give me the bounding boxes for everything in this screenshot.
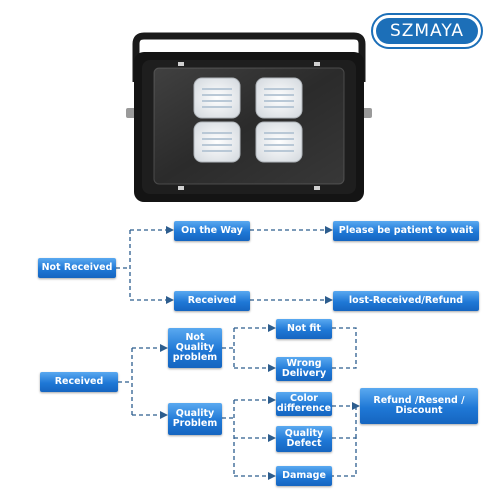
not-quality-problem-box: Not Quality problem <box>168 328 222 368</box>
damage-box: Damage <box>276 466 332 486</box>
not-received-box: Not Received <box>38 258 116 278</box>
received-box: Received <box>40 372 118 392</box>
wrong-delivery-box: Wrong Delivery <box>276 357 332 381</box>
quality-defect-box: Quality Defect <box>276 426 332 452</box>
quality-problem-box: Quality Problem <box>168 403 222 435</box>
brand-name: SZMAYA <box>376 18 478 44</box>
please-wait-box: Please be patient to wait <box>333 221 479 241</box>
received-top-box: Received <box>174 291 250 311</box>
color-difference-box: Color difference <box>276 392 332 416</box>
on-the-way-box: On the Way <box>174 221 250 241</box>
led-floodlight-image <box>126 32 372 202</box>
brand-logo: SZMAYA <box>371 13 483 49</box>
refund-resend-discount-box: Refund /Resend / Discount <box>360 388 478 424</box>
lost-received-box: lost-Received/Refund <box>333 291 479 311</box>
not-fit-box: Not fit <box>276 319 332 339</box>
